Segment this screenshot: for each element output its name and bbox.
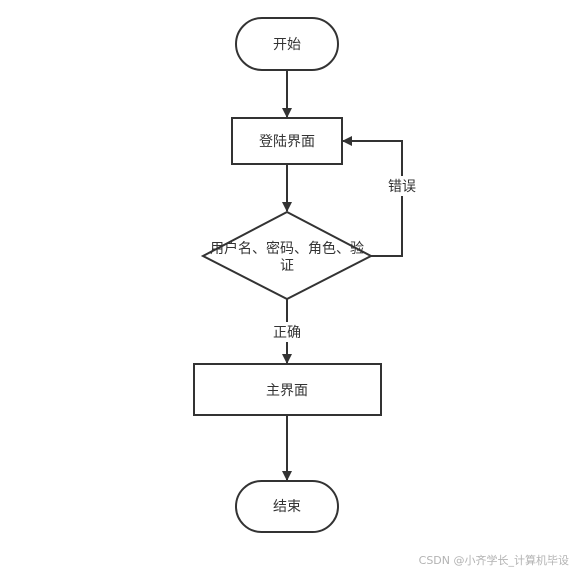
watermark: CSDN @小齐学长_计算机毕设 — [418, 554, 569, 567]
main-label: 主界面 — [266, 383, 308, 399]
verify-label-line1: 用户名、密码、角色、验 — [210, 240, 364, 257]
login-label: 登陆界面 — [259, 134, 315, 150]
verify-decision-node: 用户名、密码、角色、验 证 — [200, 210, 374, 301]
main-node: 主界面 — [193, 363, 382, 416]
correct-label-bg — [270, 322, 304, 342]
end-label: 结束 — [273, 499, 301, 515]
error-label-bg — [385, 176, 419, 196]
end-node: 结束 — [235, 480, 339, 533]
correct-label: 正确 — [273, 325, 301, 341]
error-label: 错误 — [388, 179, 416, 195]
login-node: 登陆界面 — [231, 117, 343, 165]
start-label: 开始 — [273, 37, 301, 53]
start-node: 开始 — [235, 17, 339, 71]
edge-error-loop — [342, 136, 403, 257]
verify-label-line2: 证 — [280, 258, 294, 274]
